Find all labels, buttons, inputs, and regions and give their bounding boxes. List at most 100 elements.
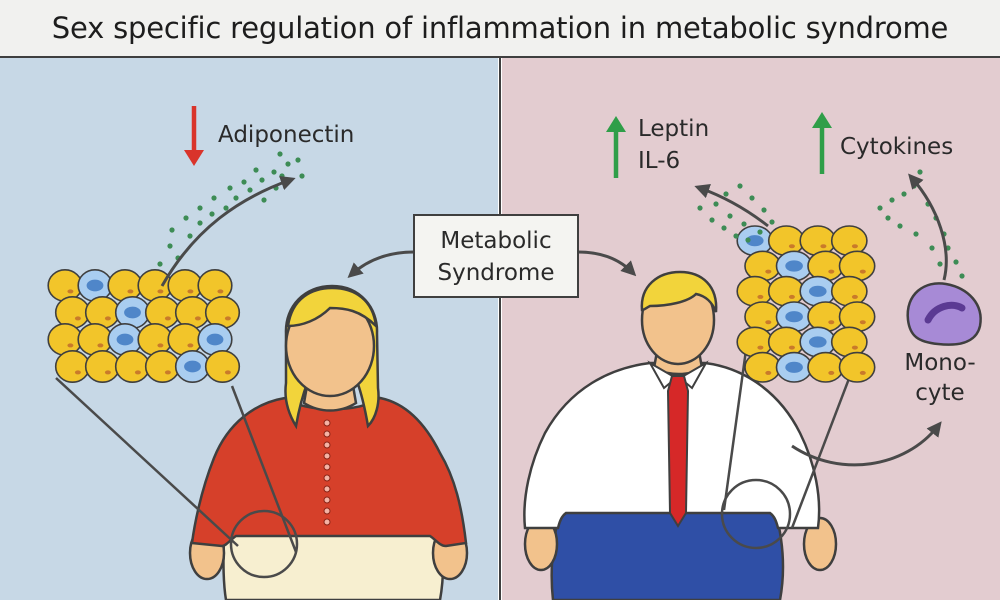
secreted-molecule [241,179,247,185]
secreted-molecule [877,205,883,211]
secreted-molecule [953,259,959,265]
adipocyte-nucleus [187,289,194,294]
immune-cell-nucleus [785,260,803,272]
monocyte-cell [906,282,982,346]
secreted-molecule [197,220,203,226]
male-secretion-arrow [694,184,769,228]
immune-cell-nucleus [206,333,224,346]
adipocyte-nucleus [788,345,795,350]
adipocyte-nucleus [788,244,795,249]
adipocyte-nucleus [157,289,164,294]
adipocyte [144,349,181,383]
secreted-molecule [295,157,301,163]
adipocyte [807,351,845,383]
secreted-molecule [769,219,775,225]
adipocyte [114,349,151,383]
adipocyte-nucleus [765,269,772,274]
secreted-molecule [959,273,965,279]
diagram-title: Sex specific regulation of inflammation … [51,11,949,45]
male-adipose-tissue [736,225,876,383]
adipocyte-nucleus [164,316,171,321]
male-hair [640,270,718,313]
secreted-molecule [285,161,291,167]
adipocyte [736,275,774,307]
adipocyte [744,351,782,383]
syndrome-to-male-arrow [577,250,637,277]
secreted-molecule [913,231,919,237]
diagram-scene: Metabolic Syndrome Adiponectin Leptin IL… [0,58,1000,600]
secreted-molecule [169,227,175,233]
adipocyte [830,275,868,307]
adipocyte-nucleus [187,343,194,348]
center-label-line2: Syndrome [438,260,555,286]
adipocyte-nucleus [851,244,858,249]
female-zoom-lines [55,377,299,579]
adipocyte-nucleus [820,244,827,249]
adipocyte-nucleus [757,294,764,299]
secreted-molecule [187,233,193,239]
adipocyte-nucleus [157,343,164,348]
secreted-molecule [713,201,719,207]
secreted-molecule [709,217,715,223]
secreted-molecule [197,205,203,211]
metabolic-syndrome-box [413,214,579,298]
adipocyte-nucleus [74,316,81,321]
secreted-molecule [183,215,189,221]
secreted-molecule [259,177,265,183]
secreted-molecule [901,191,907,197]
flow-arrows [160,173,948,467]
male-figure [523,270,838,600]
adiponectin-down-arrow [184,106,204,166]
adipocyte [54,349,91,383]
immune-cell-nucleus [746,235,764,247]
secreted-molecule [889,197,895,203]
adipocyte [84,349,121,383]
monocyte-label-line1: Mono- [904,350,975,376]
male-tie [666,375,690,528]
secreted-molecule [737,183,743,189]
secreted-molecule [271,169,277,175]
secreted-molecule [697,205,703,211]
secreted-molecule [745,237,751,243]
secreted-molecule [749,195,755,201]
secreted-molecule [897,223,903,229]
adipocyte-nucleus [765,320,772,325]
female-hair-bangs [286,286,378,330]
secreted-molecule [761,207,767,213]
immune-cell-nucleus [785,311,803,323]
adipocyte-nucleus [104,316,111,321]
adipocyte-nucleus [224,370,231,375]
secreted-molecule [917,169,923,175]
secreted-molecule [233,195,239,201]
adipocyte-nucleus [828,269,835,274]
secreted-molecule [885,215,891,221]
adipocyte-nucleus [67,343,74,348]
secreted-molecule [937,261,943,267]
cytokines-label: Cytokines [840,134,953,160]
leptin-up-arrow [606,116,626,178]
secreted-molecule [757,229,763,235]
secreted-molecule [299,173,305,179]
secreted-molecule [261,197,267,203]
adipocyte-nucleus [74,370,81,375]
monocyte-cytokine-arrow [908,173,948,281]
female-secretion-arrow [160,175,296,287]
immune-cell-nucleus [124,306,141,319]
adipocyte-nucleus [104,370,111,375]
adipocyte [767,275,805,307]
adipocyte-nucleus [859,269,866,274]
adipocyte-nucleus [127,289,134,294]
immune-cell-nucleus [785,361,803,373]
adipocyte-nucleus [757,345,764,350]
immune-cell-nucleus [86,279,104,292]
leptin-label: Leptin [638,116,709,142]
immune-cell-nucleus [809,336,827,348]
female-shirt-buttons [323,419,331,526]
cytokines-up-arrow [812,112,832,174]
adipocyte-nucleus [67,289,74,294]
syndrome-to-female-arrow [347,250,415,278]
secreted-molecule [929,245,935,251]
secreted-molecule [721,225,727,231]
immune-cell-nucleus [116,333,134,346]
